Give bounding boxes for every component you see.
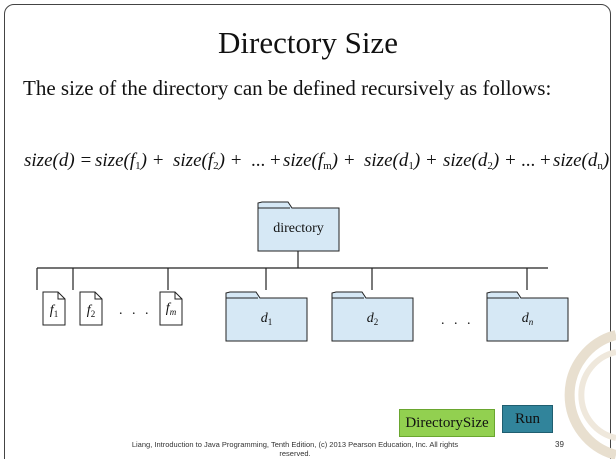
formula-ellipsis-1: ... +	[251, 150, 281, 171]
decorative-arcs	[564, 330, 616, 459]
page-number: 39	[555, 440, 564, 449]
folder-icon-dn	[486, 291, 569, 342]
file-label-f2: f2	[86, 303, 96, 319]
formula-lhs: size(d) =	[24, 150, 93, 171]
recursive-size-formula: size(d) = size(f1) + size(f2) + ... + si…	[0, 150, 616, 176]
formula-term-d1: size(d1) +	[364, 150, 438, 172]
file-icon-f1	[42, 291, 66, 326]
formula-term-f1: size(f1) +	[95, 150, 165, 172]
formula-ellipsis-2: ... +	[521, 150, 551, 171]
file-icon-f2	[79, 291, 103, 326]
formula-term-d2: size(d2) +	[443, 150, 517, 172]
slide-frame	[4, 4, 611, 459]
slide-title: Directory Size	[218, 25, 398, 60]
files-ellipsis: . . .	[119, 303, 152, 318]
formula-term-f2: size(f2) +	[173, 150, 243, 172]
folder-icon-d1	[225, 291, 308, 342]
run-button[interactable]: Run	[502, 405, 553, 433]
root-folder-icon	[257, 201, 340, 252]
formula-term-dn: size(dn)	[553, 150, 610, 172]
folder-label-d1: d1	[260, 311, 273, 327]
file-icon-fm	[159, 291, 183, 326]
root-folder-label: directory	[273, 221, 324, 236]
folder-icon-d2	[331, 291, 414, 342]
folder-label-dn: dn	[521, 311, 534, 327]
dirs-ellipsis: . . .	[441, 313, 474, 328]
slide-body-text: The size of the directory can be defined…	[23, 76, 552, 100]
slide-footer: Liang, Introduction to Java Programming,…	[131, 440, 459, 458]
tree-connectors	[36, 251, 548, 290]
directory-size-button[interactable]: DirectorySize	[399, 409, 495, 437]
file-label-fm: fm	[165, 301, 177, 317]
formula-term-fm: size(fm) +	[283, 150, 356, 172]
folder-label-d2: d2	[366, 311, 379, 327]
file-label-f1: f1	[49, 303, 59, 319]
